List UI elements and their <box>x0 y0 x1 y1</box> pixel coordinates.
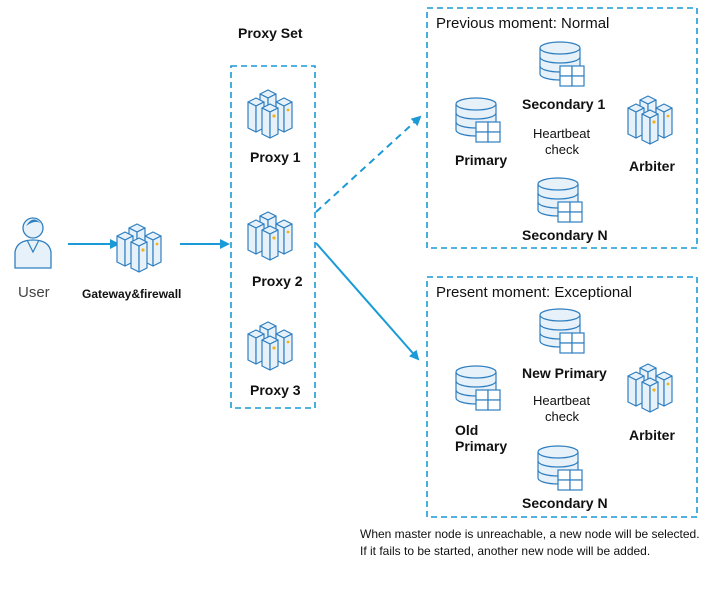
user-icon <box>14 217 52 269</box>
present-arbiter-label: Arbiter <box>629 427 675 443</box>
previous-heartbeat-line1: Heartbeat <box>533 126 591 141</box>
proxy-1-label: Proxy 1 <box>250 149 301 165</box>
present-newprimary-db-icon <box>539 308 585 354</box>
present-oldprimary-db-icon <box>455 365 501 411</box>
present-secondaryN-label: Secondary N <box>522 495 608 511</box>
proxy-2-label: Proxy 2 <box>252 273 303 289</box>
proxy-1-cluster-icon <box>247 89 293 139</box>
proxy-3-cluster-icon <box>247 321 293 371</box>
gateway-cluster-icon <box>116 223 162 273</box>
present-moment-box <box>426 276 698 518</box>
proxy-set-title: Proxy Set <box>238 25 303 41</box>
proxy-to-previous-arrow <box>315 115 422 213</box>
present-secondaryN-db-icon <box>537 445 583 491</box>
previous-arbiter-label: Arbiter <box>629 158 675 174</box>
proxy-to-present-arrow <box>315 242 420 361</box>
present-moment-title: Present moment: Exceptional <box>436 284 632 301</box>
previous-moment-title: Previous moment: Normal <box>436 15 610 32</box>
failover-note: When master node is unreachable, a new n… <box>360 527 700 558</box>
previous-heartbeat-line2: check <box>545 142 579 157</box>
gateway-label: Gateway&firewall <box>82 287 182 301</box>
present-arbiter-cluster-icon <box>627 363 673 413</box>
previous-secondaryN-db-icon <box>537 177 583 223</box>
present-heartbeat-line2: check <box>545 409 579 424</box>
proxy-3-label: Proxy 3 <box>250 382 301 398</box>
previous-primary-label: Primary <box>455 152 508 168</box>
previous-secondaryN-label: Secondary N <box>522 227 608 243</box>
previous-secondary1-label: Secondary 1 <box>522 96 606 112</box>
previous-arbiter-cluster-icon <box>627 95 673 145</box>
user-label: User <box>18 284 50 301</box>
present-oldprimary-label-line2: Primary <box>455 438 508 454</box>
proxy-2-cluster-icon <box>247 211 293 261</box>
previous-secondary1-db-icon <box>539 41 585 87</box>
present-oldprimary-label-line1: Old <box>455 422 479 438</box>
proxy-set-box <box>230 65 316 409</box>
present-newprimary-label: New Primary <box>522 365 607 381</box>
previous-primary-db-icon <box>455 97 501 143</box>
present-heartbeat-line1: Heartbeat <box>533 393 591 408</box>
previous-moment-box <box>426 7 698 249</box>
